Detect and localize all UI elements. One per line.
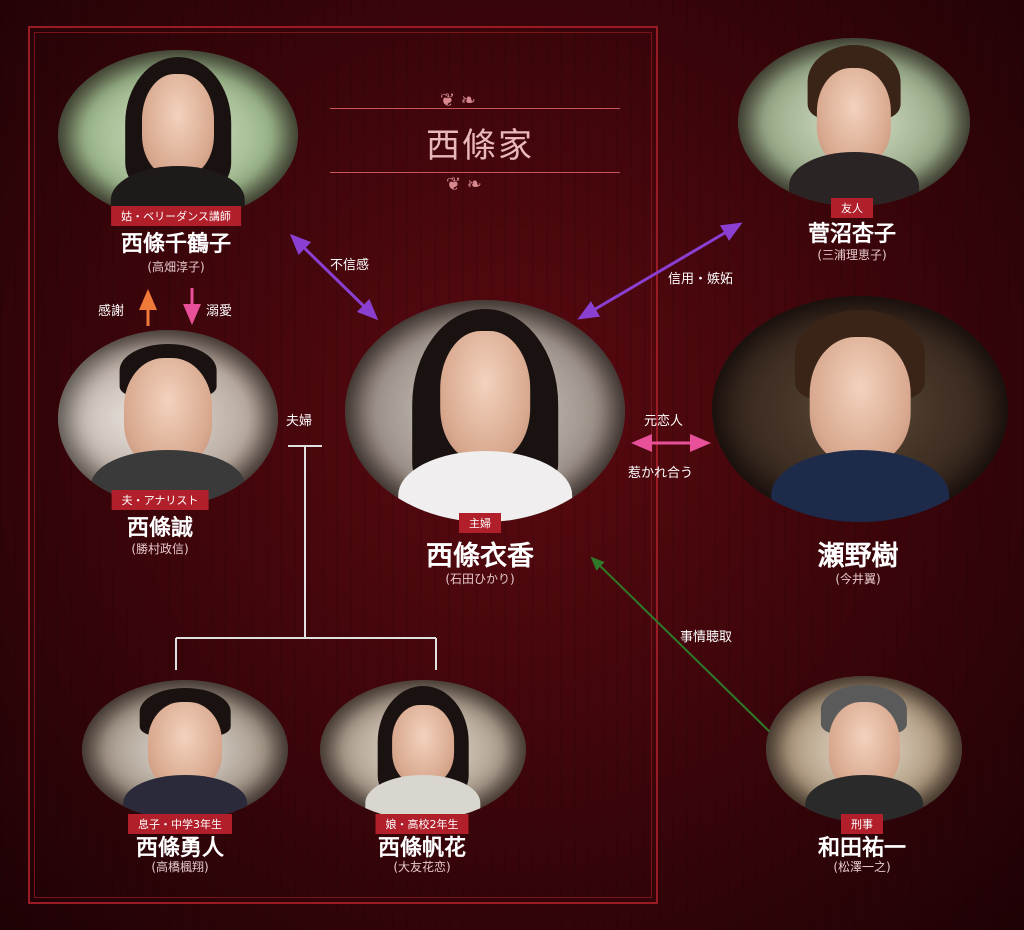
actor-yuka: (石田ひかり) <box>445 572 515 586</box>
role-badge-kyoko: 友人 <box>831 198 873 218</box>
trust-jealousy-arrow <box>577 222 743 320</box>
role-badge-wada: 刑事 <box>841 814 883 834</box>
role-badge-makoto: 夫・アナリスト <box>111 490 209 510</box>
distrust-arrow <box>289 233 379 321</box>
relation-attracted: 惹かれ合う <box>628 466 694 481</box>
questioning-arrow <box>590 556 773 735</box>
portrait-itsuki <box>712 296 1008 522</box>
relation-ex-lover: 元恋人 <box>644 414 684 429</box>
role-badge-yuka: 主婦 <box>459 513 501 533</box>
family-title: 西條家 <box>426 126 534 166</box>
actor-hayato: (高橋楓翔) <box>151 860 209 874</box>
actor-kyoko: (三浦理恵子) <box>817 248 887 262</box>
title-bottom-rule <box>330 172 620 173</box>
family-frame <box>28 26 658 904</box>
family-frame-inner <box>34 32 652 898</box>
actor-makoto: (勝村政信) <box>131 542 189 556</box>
portrait-wada <box>766 676 962 822</box>
name-makoto: 西條誠 <box>126 515 194 541</box>
relation-gratitude: 感謝 <box>98 304 125 319</box>
portrait-kyoko <box>738 38 970 206</box>
actor-honoka: (大友花恋) <box>393 860 451 874</box>
name-wada: 和田祐一 <box>817 835 907 861</box>
name-kyoko: 菅沼杏子 <box>807 221 897 247</box>
portrait-yuka <box>345 300 625 522</box>
family-tree <box>175 445 437 670</box>
actor-itsuki: (今井翼) <box>835 572 881 586</box>
relation-couple: 夫婦 <box>286 414 313 429</box>
portrait-hayato <box>82 680 288 820</box>
name-chizuko: 西條千鶴子 <box>120 231 232 257</box>
role-badge-chizuko: 姑・ベリーダンス講師 <box>111 206 241 226</box>
role-badge-honoka: 娘・高校2年生 <box>375 814 469 834</box>
name-yuka: 西條衣香 <box>426 541 534 572</box>
name-itsuki: 瀬野樹 <box>817 541 899 572</box>
name-honoka: 西條帆花 <box>377 835 467 861</box>
portrait-makoto <box>58 330 278 506</box>
title-top-ornament: ❦ ❧ <box>440 90 476 111</box>
actor-wada: (松澤一之) <box>833 860 891 874</box>
relation-doting: 溺愛 <box>206 304 233 319</box>
relation-questioning: 事情聴取 <box>680 630 733 645</box>
actor-chizuko: (高畑淳子) <box>147 260 205 274</box>
portrait-chizuko <box>58 50 298 220</box>
relation-distrust: 不信感 <box>330 258 370 273</box>
title-bottom-ornament: ❦ ❧ <box>446 174 482 195</box>
role-badge-hayato: 息子・中学3年生 <box>128 814 232 834</box>
name-hayato: 西條勇人 <box>135 835 225 861</box>
title-top-rule <box>330 108 620 109</box>
portrait-honoka <box>320 680 526 820</box>
relation-trust-jealousy: 信用・嫉妬 <box>668 272 734 287</box>
